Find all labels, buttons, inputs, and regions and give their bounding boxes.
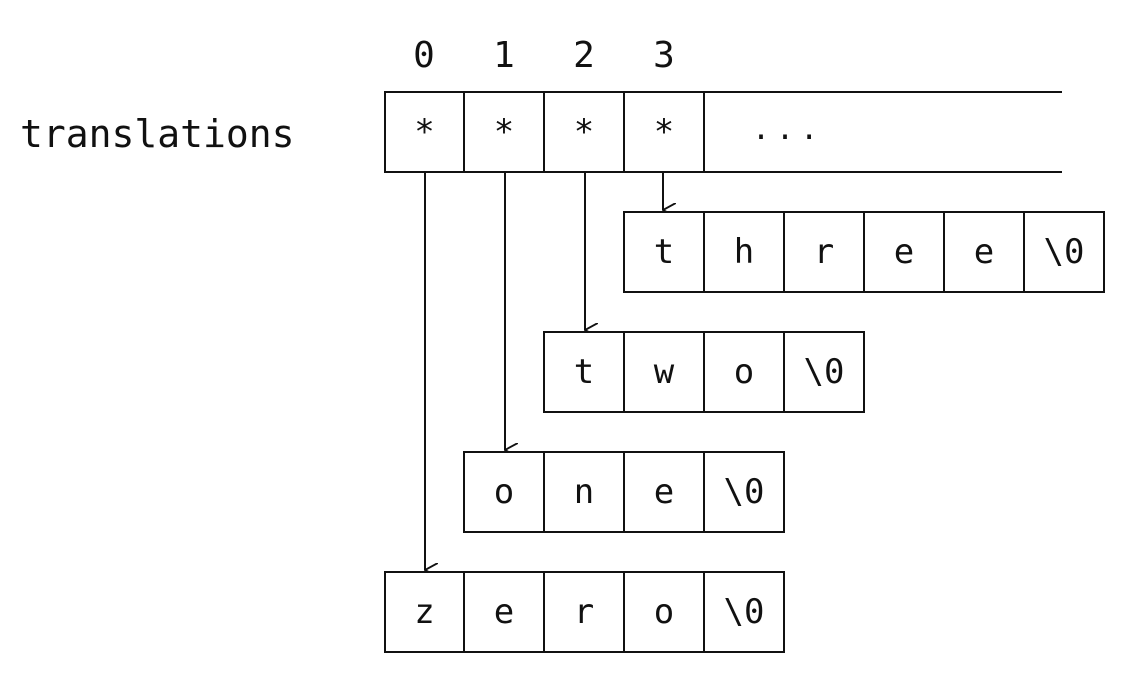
char-cell: t [543, 331, 625, 413]
char-cell: r [543, 571, 625, 653]
char-cell: n [543, 451, 625, 533]
array-cell-0: * [384, 91, 465, 173]
char-cell: e [463, 571, 545, 653]
index-label-0: 0 [413, 35, 435, 76]
array-ellipsis: ... [752, 112, 825, 147]
null-terminator-cell: \0 [1023, 211, 1105, 293]
char-cell: e [863, 211, 945, 293]
array-cell-2: * [543, 91, 625, 173]
array-cell-1: * [463, 91, 545, 173]
null-terminator-cell: \0 [703, 451, 785, 533]
char-cell: o [463, 451, 545, 533]
index-label-1: 1 [493, 35, 515, 76]
char-cell: e [943, 211, 1025, 293]
array-cell-3: * [623, 91, 705, 173]
null-terminator-cell: \0 [783, 331, 865, 413]
char-cell: o [623, 571, 705, 653]
null-terminator-cell: \0 [703, 571, 785, 653]
char-cell: r [783, 211, 865, 293]
char-cell: e [623, 451, 705, 533]
char-cell: z [384, 571, 465, 653]
char-cell: t [623, 211, 705, 293]
char-cell: h [703, 211, 785, 293]
char-cell: w [623, 331, 705, 413]
index-label-2: 2 [573, 35, 595, 76]
char-cell: o [703, 331, 785, 413]
index-label-3: 3 [653, 35, 675, 76]
array-name-label: translations [20, 112, 295, 156]
